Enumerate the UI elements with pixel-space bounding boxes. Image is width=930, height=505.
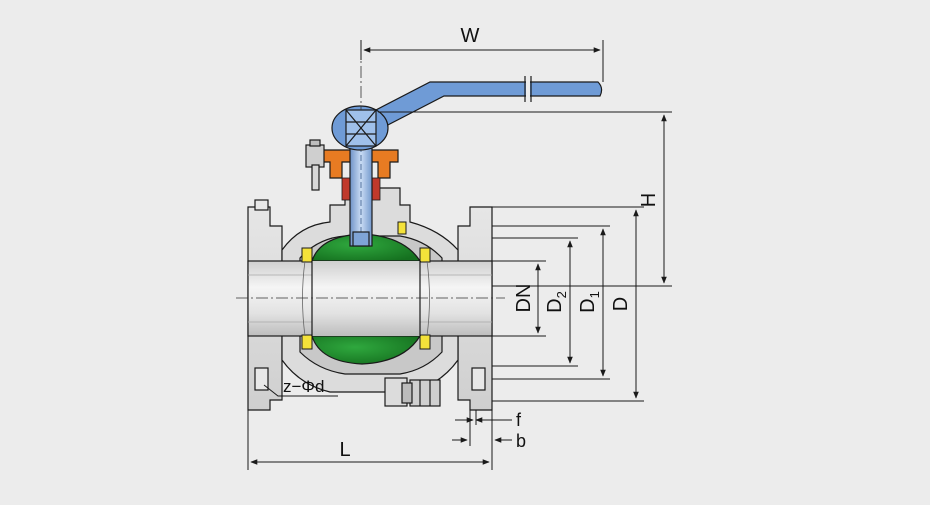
label-l: L bbox=[339, 439, 350, 461]
right-flange-lug-bottom bbox=[471, 367, 486, 391]
bottom-nut bbox=[409, 379, 441, 407]
label-d: D bbox=[610, 297, 632, 311]
label-f: f bbox=[516, 410, 522, 430]
left-flange-lug-top bbox=[254, 199, 269, 211]
svg-text:D1: D1 bbox=[577, 291, 602, 313]
dim-z-phi-d-leader bbox=[263, 384, 338, 397]
seat-bottom-right bbox=[419, 334, 431, 350]
seat-bottom-left bbox=[301, 334, 313, 350]
dimension-labels: W H DN D2 D1 D z−Φd f b L bbox=[283, 25, 660, 461]
label-d2-sub: 2 bbox=[554, 291, 569, 298]
label-b: b bbox=[516, 431, 526, 451]
label-w: W bbox=[461, 25, 480, 47]
stem-tongue bbox=[352, 231, 370, 247]
seat-top-left bbox=[301, 247, 313, 263]
label-h: H bbox=[638, 193, 660, 207]
ball bbox=[302, 233, 430, 365]
stem-assembly bbox=[305, 110, 399, 247]
packing-right bbox=[371, 177, 381, 201]
label-d2-main: D bbox=[544, 298, 566, 312]
left-flange-lug-bottom bbox=[254, 367, 269, 391]
handle-bar bbox=[371, 81, 603, 129]
label-dn: DN bbox=[513, 284, 535, 313]
body-seal-top bbox=[397, 221, 407, 235]
svg-text:D2: D2 bbox=[544, 291, 569, 313]
packing-left bbox=[341, 177, 351, 201]
gland-flange bbox=[321, 149, 399, 179]
gland-bolt-stud bbox=[311, 164, 320, 191]
dimension-lines bbox=[247, 40, 672, 470]
handle bbox=[331, 76, 603, 151]
bottom-nut-washer bbox=[401, 382, 413, 404]
seat-rings bbox=[301, 221, 431, 350]
gland-bolt-left bbox=[305, 144, 325, 168]
label-d1-main: D bbox=[577, 298, 599, 312]
label-d1-sub: 1 bbox=[587, 291, 602, 298]
ball-bottom bbox=[311, 335, 422, 365]
label-z-phi-d: z−Φd bbox=[283, 377, 324, 396]
seat-top-right bbox=[419, 247, 431, 263]
ball-bore bbox=[312, 261, 420, 336]
